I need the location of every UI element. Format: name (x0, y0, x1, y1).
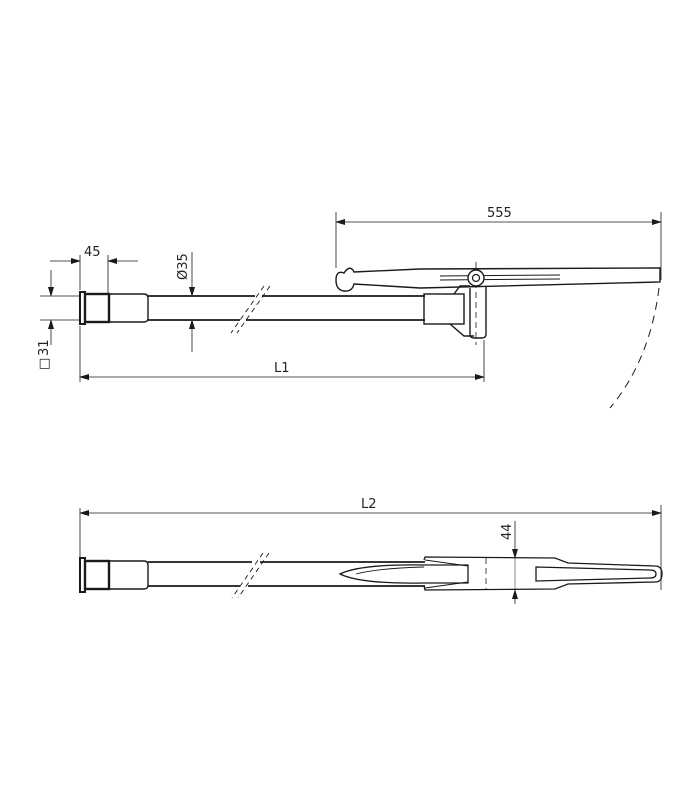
dimension-31-label: 31 (37, 339, 52, 356)
dimension-555 (335, 212, 662, 280)
dimension-45-label: 45 (84, 245, 101, 260)
dimension-L1-label: L1 (274, 361, 290, 376)
dimension-31 (40, 270, 80, 345)
break-marks (230, 285, 271, 334)
shaft (148, 295, 425, 321)
dimension-45 (50, 255, 138, 293)
dimension-44-label: 44 (500, 523, 515, 540)
shaft-bottom (148, 561, 425, 587)
dimension-L2-label: L2 (361, 497, 377, 512)
dimension-31-symbol: □ (37, 358, 52, 370)
dimension-L1 (79, 326, 485, 382)
dimension-diameter-label: Ø35 (176, 253, 191, 280)
socket-end-bottom (79, 557, 149, 593)
break-marks-bottom (231, 552, 270, 599)
socket-end (79, 291, 149, 325)
folded-handle (338, 556, 663, 591)
swing-arc (609, 287, 660, 409)
bottom-view: L2 (79, 497, 663, 604)
dimension-555-label: 555 (487, 206, 512, 221)
dimension-L2 (79, 505, 662, 590)
clamp-block (423, 285, 487, 339)
handle-lever (335, 267, 661, 292)
top-view: 45 □ 31 Ø35 (37, 206, 662, 409)
